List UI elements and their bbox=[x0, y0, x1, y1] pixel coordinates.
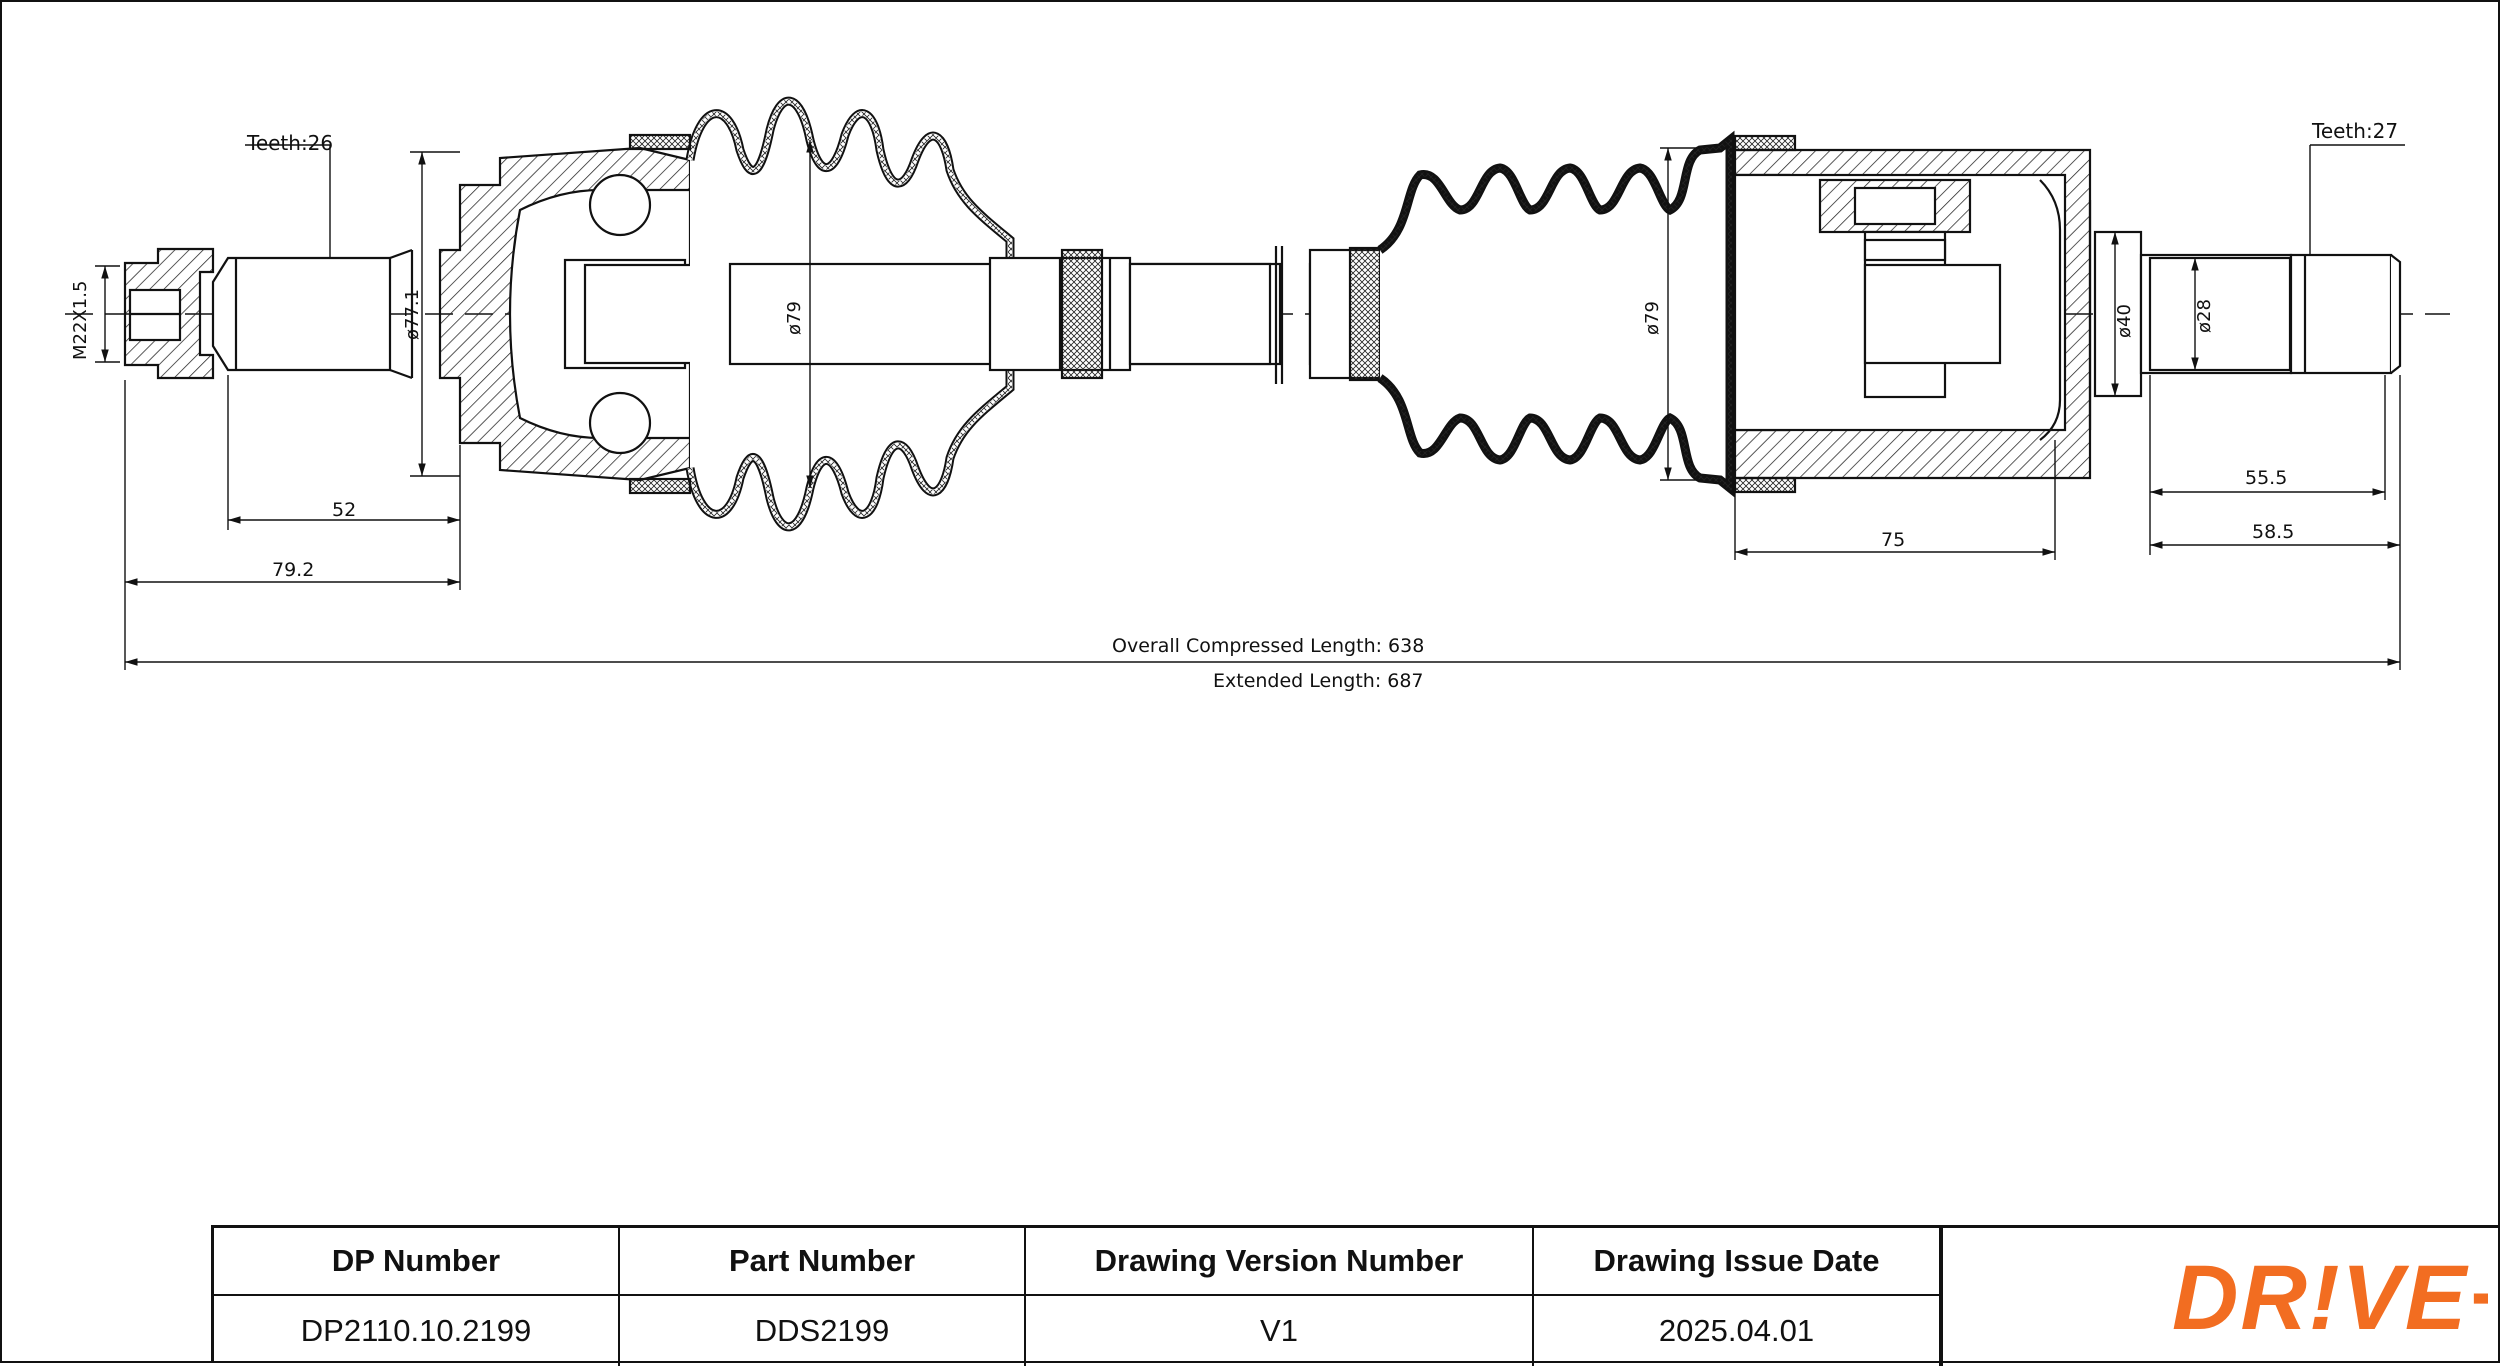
teeth-right-label: Teeth:27 bbox=[2311, 119, 2398, 143]
header-dp-number: DP Number bbox=[214, 1228, 620, 1296]
drive-plus-logo: DR!VE+ bbox=[2154, 1228, 2500, 1366]
dim-75-label: 75 bbox=[1881, 529, 1905, 551]
right-tripod-joint bbox=[1733, 148, 2092, 480]
extended-length-label: Extended Length: 687 bbox=[1213, 670, 1424, 692]
dia-right-boot-label: ø79 bbox=[1642, 301, 1663, 335]
value-drawing-version: V1 bbox=[1026, 1296, 1534, 1366]
teeth-left-label: Teeth:26 bbox=[246, 131, 333, 155]
left-cv-joint bbox=[438, 146, 732, 482]
title-block: DP Number Part Number Drawing Version Nu… bbox=[211, 1225, 2500, 1366]
dia-left-boot-label: ø79 bbox=[784, 301, 805, 335]
left-spline-stub bbox=[211, 256, 392, 372]
dia-right-spline-label: ø28 bbox=[2194, 299, 2215, 333]
dim-79-2-label: 79.2 bbox=[272, 559, 314, 581]
thread-label: M22X1.5 bbox=[70, 281, 91, 360]
value-issue-date: 2025.04.01 bbox=[1534, 1296, 1941, 1366]
header-drawing-version: Drawing Version Number bbox=[1026, 1228, 1534, 1296]
value-dp-number: DP2110.10.2199 bbox=[214, 1296, 620, 1366]
right-spline bbox=[2289, 253, 2393, 375]
svg-text:DR!VE+: DR!VE+ bbox=[2172, 1247, 2488, 1347]
value-part-number: DDS2199 bbox=[620, 1296, 1026, 1366]
logo-mark: DR!VE+ bbox=[2172, 1247, 2488, 1347]
dia-right-stub-label: ø40 bbox=[2114, 304, 2135, 338]
left-nut bbox=[123, 247, 215, 380]
dim-58-5-label: 58.5 bbox=[2252, 521, 2294, 543]
overall-length-label: Overall Compressed Length: 638 bbox=[1112, 635, 1424, 657]
header-part-number: Part Number bbox=[620, 1228, 1026, 1296]
dim-55-5-label: 55.5 bbox=[2245, 467, 2287, 489]
dim-52-label: 52 bbox=[332, 499, 356, 521]
dia-left-joint-label: ø77.1 bbox=[402, 289, 423, 340]
header-issue-date: Drawing Issue Date bbox=[1534, 1228, 1941, 1296]
